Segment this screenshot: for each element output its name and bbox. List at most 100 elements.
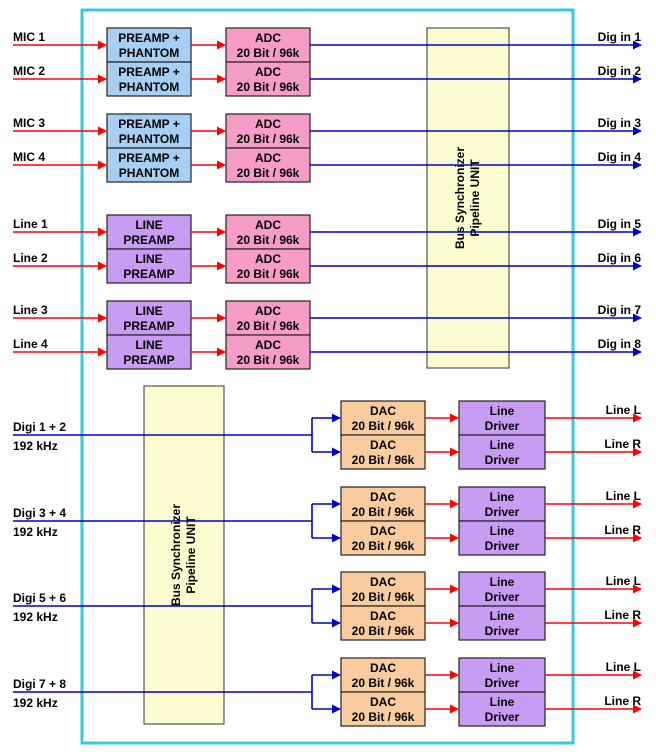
sync-unit-top-box (426, 27, 510, 369)
line-driver-block-line-1: Line (490, 609, 515, 623)
preamp-block-line-2: PHANTOM (119, 46, 179, 60)
preamp-block-line-1: PREAMP + (118, 65, 179, 79)
preamp-block: PREAMP +PHANTOM (106, 113, 192, 149)
analog-output-label: Line L (606, 403, 641, 417)
adc-block-line-2: 20 Bit / 96k (237, 233, 300, 247)
preamp-block-line-1: LINE (135, 218, 162, 232)
adc-block-line-1: ADC (255, 218, 281, 232)
preamp-block-line-1: LINE (135, 338, 162, 352)
dac-block-line-1: DAC (370, 695, 396, 709)
line-driver-block-line-2: Driver (485, 419, 520, 433)
digital-input-label: Digi 5 + 6 (13, 591, 66, 605)
adc-block-box (225, 248, 311, 284)
preamp-block-line-2: PREAMP (123, 267, 174, 281)
line-driver-block-line-1: Line (490, 490, 515, 504)
input-label: MIC 2 (13, 64, 45, 78)
preamp-block-line-1: LINE (135, 304, 162, 318)
line-driver-block-box (458, 486, 546, 522)
preamp-block-box (106, 248, 192, 284)
preamp-block-line-2: PREAMP (123, 353, 174, 367)
dac-block-line-1: DAC (370, 609, 396, 623)
sync-unit-bottom: Bus Synchronizer Pipeline UNIT (143, 385, 225, 725)
adc-block-box (225, 214, 311, 250)
dac-block-line-1: DAC (370, 404, 396, 418)
digital-input-label: Digi 7 + 8 (13, 677, 66, 691)
sync-unit-bottom-box (143, 385, 225, 725)
adc-block-line-2: 20 Bit / 96k (237, 132, 300, 146)
digital-output-label: Dig in 7 (598, 303, 642, 317)
sample-rate-label: 192 kHz (13, 696, 58, 710)
dac-block-line-1: DAC (370, 524, 396, 538)
dac-block-line-2: 20 Bit / 96k (352, 505, 415, 519)
dac-block-line-2: 20 Bit / 96k (352, 453, 415, 467)
analog-output-label: Line L (606, 574, 641, 588)
sample-rate-label: 192 kHz (13, 525, 58, 539)
preamp-block-line-1: LINE (135, 252, 162, 266)
digital-output-label: Dig in 3 (598, 116, 642, 130)
input-label: MIC 3 (13, 116, 45, 130)
dac-block-box (340, 434, 426, 470)
adc-block-line-1: ADC (255, 338, 281, 352)
dac-block-line-1: DAC (370, 438, 396, 452)
preamp-block: PREAMP +PHANTOM (106, 27, 192, 63)
input-label: MIC 4 (13, 150, 45, 164)
input-label: Line 4 (13, 337, 48, 351)
line-driver-block-line-1: Line (490, 695, 515, 709)
adc-block-box (225, 300, 311, 336)
line-driver-block-line-1: Line (490, 661, 515, 675)
digital-output-label: Dig in 1 (598, 30, 642, 44)
dac-block-line-2: 20 Bit / 96k (352, 419, 415, 433)
digital-output-label: Dig in 8 (598, 337, 642, 351)
analog-output-label: Line L (606, 660, 641, 674)
dac-block-line-2: 20 Bit / 96k (352, 676, 415, 690)
line-driver-block-line-1: Line (490, 438, 515, 452)
preamp-block-box (106, 113, 192, 149)
digital-input-label: Digi 3 + 4 (13, 506, 66, 520)
sync-unit-top-line-1: Bus Synchronizer (453, 147, 467, 249)
input-label: MIC 1 (13, 30, 45, 44)
analog-output-label: Line L (606, 489, 641, 503)
input-label: Line 3 (13, 303, 48, 317)
adc-block-line-2: 20 Bit / 96k (237, 267, 300, 281)
adc-block-box (225, 334, 311, 370)
line-driver-block-line-1: Line (490, 524, 515, 538)
adc-block-box (225, 113, 311, 149)
preamp-block-line-2: PREAMP (123, 319, 174, 333)
sample-rate-label: 192 kHz (13, 610, 58, 624)
preamp-block-line-1: PREAMP + (118, 31, 179, 45)
line-driver-block-line-2: Driver (485, 453, 520, 467)
preamp-block-line-2: PREAMP (123, 233, 174, 247)
analog-output-label: Line R (604, 694, 641, 708)
preamp-block-line-1: PREAMP + (118, 151, 179, 165)
